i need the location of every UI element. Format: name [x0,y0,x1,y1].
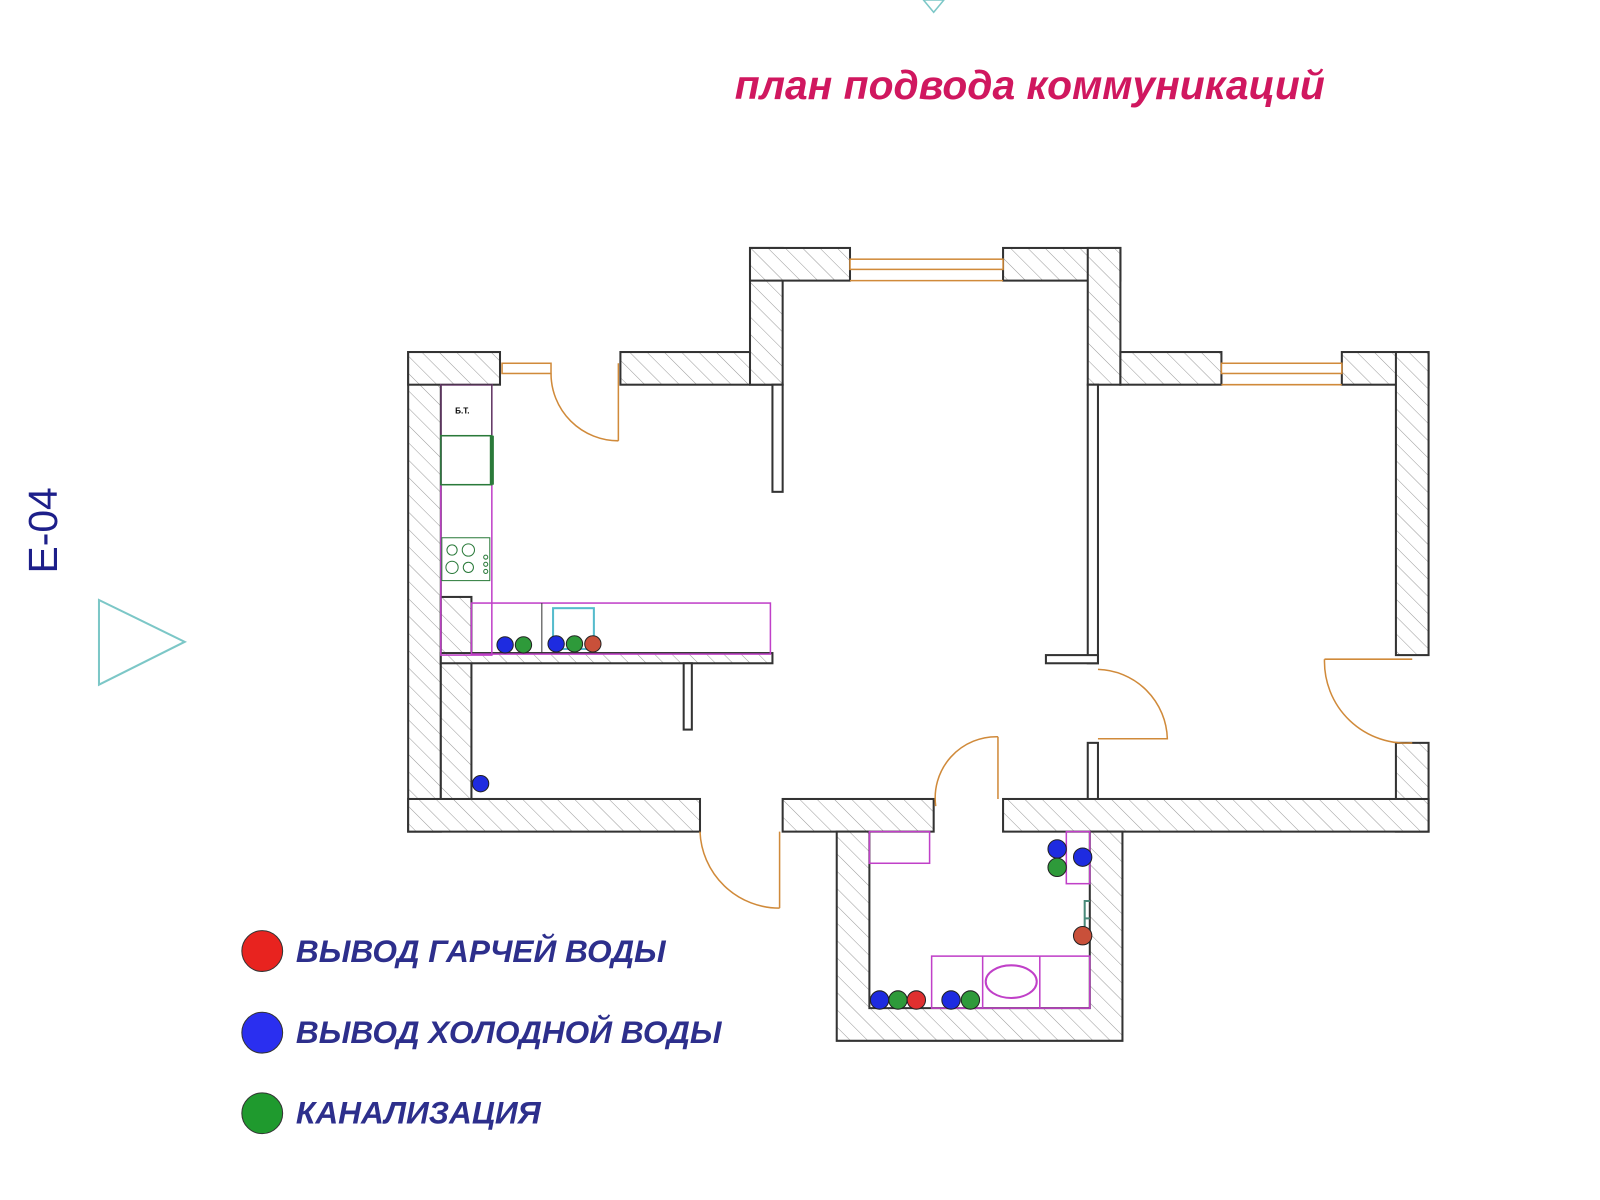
cold-water-legend-icon [241,1011,284,1054]
sheet-code: Е-04 [20,487,66,573]
cold-water-point [496,636,514,654]
cold-water-point [869,990,890,1010]
legend-sewer: КАНАЛИЗАЦИЯ [296,1094,542,1130]
fridge-label: Б.Т. [455,406,469,415]
cold-water-point [547,635,565,653]
plan-title: план подвода коммуникаций [735,62,1325,108]
hot-water-legend-icon [241,930,284,972]
hot-water-point [584,635,602,653]
sewer-point [514,636,533,654]
sewer-point [1047,857,1067,878]
sewer-point [565,635,584,653]
utility-points [471,635,1093,1010]
cold-water-point [1072,847,1093,867]
north-arrow-icon [922,0,945,14]
washbasin-icon [984,964,1038,999]
cold-water-point [471,775,490,793]
walls [407,246,1430,1042]
sewer-point [888,990,908,1010]
cold-water-point [941,990,961,1010]
legend-hot-water: ВЫВОД ГАРЧЕЙ ВОДЫ [296,933,667,969]
legend: ВЫВОД ГАРЧЕЙ ВОДЫ ВЫВОД ХОЛОДНОЙ ВОДЫ КА… [241,930,723,1135]
legend-cold-water: ВЫВОД ХОЛОДНОЙ ВОДЫ [296,1014,723,1050]
hot-water-point [906,990,927,1010]
windows [501,258,1343,386]
sewer-legend-icon [241,1092,284,1135]
view-direction-triangle-icon [97,598,187,687]
hot-water-point [1072,926,1093,946]
cooktop-icon [441,537,491,582]
doors [550,363,1413,909]
cold-water-point [1047,839,1067,859]
kitchen-furniture: Б.Т. [440,383,772,656]
sewer-point [960,990,981,1010]
